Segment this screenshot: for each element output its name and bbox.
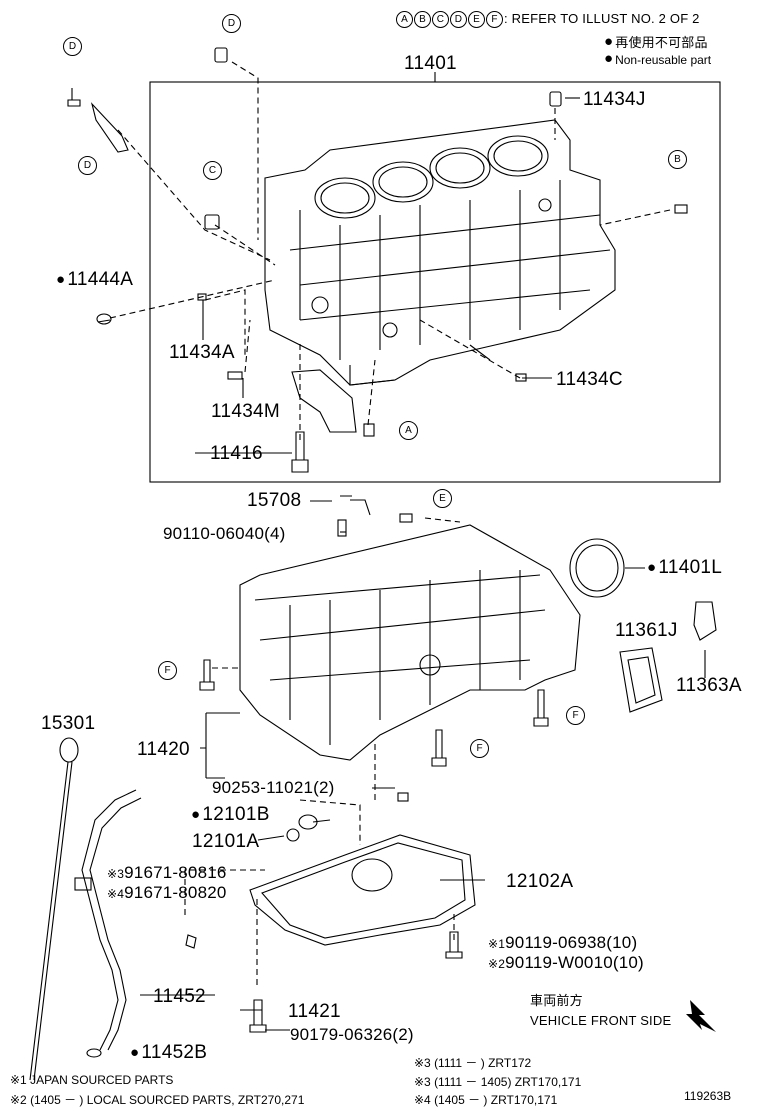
callout-c: C xyxy=(203,161,222,180)
part-11421[interactable]: 11421 xyxy=(288,1001,341,1022)
part-11434j[interactable]: 11434J xyxy=(583,89,646,110)
callout-f-left: F xyxy=(158,661,177,680)
ref-letter-f: F xyxy=(486,11,503,28)
mark-4: ※4 xyxy=(107,887,125,901)
part-11434c[interactable]: 11434C xyxy=(556,369,623,390)
cylinder-block-drawing xyxy=(264,119,616,386)
figure-id: 119263B xyxy=(684,1089,732,1103)
mark-3: ※3 xyxy=(107,867,125,881)
part-90110-06040[interactable]: 90110-06040(4) xyxy=(163,524,286,543)
part-91671-80820[interactable]: ※491671-80820 xyxy=(107,884,227,901)
vehicle-front-en: VEHICLE FRONT SIDE xyxy=(530,1013,672,1028)
vehicle-front-jp: 車両前方 xyxy=(530,993,583,1008)
callout-d-left-bottom: D xyxy=(78,156,97,175)
part-90119-w0010-number: 90119-W0010(10) xyxy=(505,953,644,972)
callout-d-top: D xyxy=(222,14,241,33)
ref-text: : REFER TO ILLUST NO. 2 OF 2 xyxy=(504,10,700,26)
callout-f-middle: F xyxy=(470,739,489,758)
part-11420[interactable]: 11420 xyxy=(137,739,190,760)
mark-2: ※2 xyxy=(488,957,506,971)
lower-crankcase-drawing xyxy=(239,495,581,761)
footnote-1: ※1 JAPAN SOURCED PARTS xyxy=(10,1073,174,1087)
part-11401[interactable]: 11401 xyxy=(404,53,457,74)
part-90179-06326[interactable]: 90179-06326(2) xyxy=(290,1025,414,1044)
ref-letter-c: C xyxy=(432,11,449,28)
ref-letter-e: E xyxy=(468,11,485,28)
part-91671-80816-number: 91671-80816 xyxy=(124,863,227,882)
part-11416[interactable]: 11416 xyxy=(210,443,263,464)
part-90119-06938[interactable]: ※190119-06938(10) xyxy=(488,934,637,951)
part-11452[interactable]: 11452 xyxy=(153,986,206,1007)
legend-jp: 再使用不可部品 xyxy=(604,34,708,49)
part-91671-80816[interactable]: ※391671-80816 xyxy=(107,864,227,881)
mark-1: ※1 xyxy=(488,937,506,951)
ref-letter-d: D xyxy=(450,11,467,28)
callout-a: A xyxy=(399,421,418,440)
legend-en: Non-reusable part xyxy=(604,51,711,66)
callout-d-left-top: D xyxy=(63,37,82,56)
oil-pan-drawing xyxy=(249,834,476,946)
part-90253-11021[interactable]: 90253-11021(2) xyxy=(212,778,335,797)
part-91671-80820-number: 91671-80820 xyxy=(124,883,227,902)
part-11434m[interactable]: 11434M xyxy=(211,401,281,422)
callout-f-right: F xyxy=(566,706,585,725)
part-15301[interactable]: 15301 xyxy=(41,713,96,734)
part-11363a[interactable]: 11363A xyxy=(676,675,742,696)
part-90119-06938-number: 90119-06938(10) xyxy=(505,933,638,952)
dipstick-drawing xyxy=(29,737,142,1081)
part-15708[interactable]: 15708 xyxy=(247,490,302,511)
part-11452b[interactable]: 11452B xyxy=(130,1043,207,1062)
callout-e: E xyxy=(433,489,452,508)
front-direction-arrow xyxy=(686,1000,716,1032)
ref-letter-a: A xyxy=(396,11,413,28)
part-11444a[interactable]: 11444A xyxy=(56,270,133,289)
ref-letter-b: B xyxy=(414,11,431,28)
footnote-2: ※2 (1405 － ) LOCAL SOURCED PARTS, ZRT270… xyxy=(10,1093,305,1107)
part-12101a[interactable]: 12101A xyxy=(192,831,260,852)
footnote-3a: ※3 (1111 － ) ZRT172 xyxy=(414,1056,532,1070)
part-12102a[interactable]: 12102A xyxy=(506,871,574,892)
part-11361j[interactable]: 11361J xyxy=(615,620,678,641)
part-90119-w0010[interactable]: ※290119-W0010(10) xyxy=(488,954,644,971)
footnote-4: ※4 (1405 － ) ZRT170,171 xyxy=(414,1093,558,1107)
cylinder-block-frame xyxy=(149,81,721,483)
part-12101b[interactable]: 12101B xyxy=(191,805,270,824)
part-11434a[interactable]: 11434A xyxy=(169,342,235,363)
part-11401l[interactable]: 11401L xyxy=(647,558,722,577)
callout-b: B xyxy=(668,150,687,169)
footnote-3b: ※3 (1111 － 1405) ZRT170,171 xyxy=(414,1075,582,1089)
